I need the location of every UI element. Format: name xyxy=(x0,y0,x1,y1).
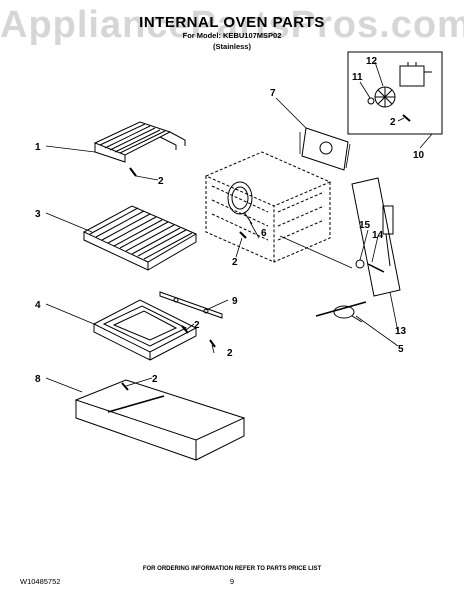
document-number: W10485752 xyxy=(20,577,61,586)
broil-element xyxy=(93,121,186,177)
oven-cavity xyxy=(204,151,332,263)
callout-4: 4 xyxy=(35,300,41,311)
ordering-note: FOR ORDERING INFORMATION REFER TO PARTS … xyxy=(142,566,322,572)
watermark: AppliancePartsPros.com xyxy=(0,4,464,46)
washer-part xyxy=(367,97,375,105)
callout-2e: 2 xyxy=(232,257,238,268)
temperature-sensor xyxy=(315,301,367,323)
bake-element xyxy=(92,299,198,361)
model-subtitle: For Model: KEBU107MSP02 xyxy=(182,31,282,40)
fan-baffle xyxy=(299,127,351,171)
finish-label: (Stainless) xyxy=(213,42,251,51)
callout-13: 13 xyxy=(395,326,407,337)
callout-3: 3 xyxy=(35,209,41,220)
callout-10: 10 xyxy=(413,150,425,161)
callout-2a: 2 xyxy=(158,176,164,187)
callout-5: 5 xyxy=(398,344,404,355)
callout-8: 8 xyxy=(35,374,41,385)
limit-switch xyxy=(355,259,365,269)
callout-6: 6 xyxy=(261,228,267,239)
fan-ring xyxy=(227,181,253,225)
oven-bottom-panel xyxy=(74,379,246,461)
leader-lines xyxy=(45,61,433,393)
callout-2b: 2 xyxy=(194,320,200,331)
sensor-bracket xyxy=(351,177,401,297)
fan-motor xyxy=(399,62,432,87)
page-number: 9 xyxy=(229,577,235,586)
callout-2d: 2 xyxy=(152,374,158,385)
callout-2f: 2 xyxy=(390,117,396,128)
page-title: INTERNAL OVEN PARTS xyxy=(139,14,325,31)
fan-motor-box xyxy=(347,51,443,135)
callout-14: 14 xyxy=(372,230,384,241)
screw-parts xyxy=(121,114,411,391)
callout-1: 1 xyxy=(35,142,41,153)
fan-blade xyxy=(374,86,396,108)
oven-rack xyxy=(82,205,198,271)
callout-11: 11 xyxy=(352,72,363,83)
callout-12: 12 xyxy=(366,56,378,67)
callout-15: 15 xyxy=(359,220,371,231)
callout-2c: 2 xyxy=(227,348,233,359)
callout-9: 9 xyxy=(232,296,238,307)
callout-7: 7 xyxy=(270,88,276,99)
bake-bracket xyxy=(159,291,223,319)
